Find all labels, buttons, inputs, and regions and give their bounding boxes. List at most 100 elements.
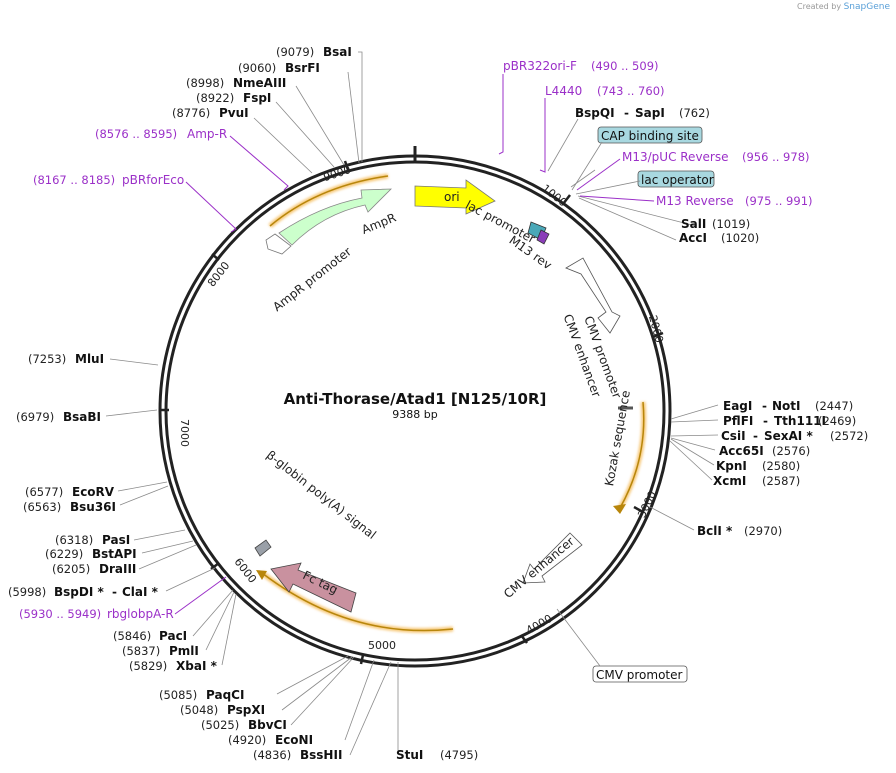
primer-pos: (8167 .. 8185) bbox=[33, 173, 115, 187]
site-bcli[interactable]: BclI * (2970) bbox=[697, 524, 782, 538]
site-name: BssHII bbox=[300, 748, 342, 762]
site-acc65i[interactable]: Acc65I (2576) bbox=[719, 444, 810, 458]
tick-mark-3000 bbox=[633, 505, 644, 514]
site-stui[interactable]: StuI (4795) bbox=[396, 748, 478, 762]
site-bsrfi[interactable]: (9060) BsrFI bbox=[238, 61, 320, 75]
cmv-enhancer-bottom-label: CMV enhancer bbox=[501, 534, 577, 601]
site-pos: (5829) bbox=[129, 659, 167, 673]
site-pspxi[interactable]: (5048) PspXI bbox=[180, 703, 265, 717]
primer-name: rbglobpA-R bbox=[107, 607, 174, 621]
site-draiii[interactable]: (6205) DraIII bbox=[52, 562, 136, 576]
site-name: BspQI bbox=[575, 106, 615, 120]
site-name: KpnI bbox=[716, 459, 747, 473]
lac-operator-badge-box[interactable] bbox=[637, 170, 715, 188]
ampr-promoter-feature[interactable] bbox=[265, 233, 292, 255]
site-name: SalI bbox=[681, 217, 706, 231]
site-pflfi-tth111i[interactable]: PflFI - Tth111I (2469) bbox=[723, 414, 856, 428]
site-pos: (1020) bbox=[721, 231, 759, 245]
site-name: XbaI * bbox=[176, 659, 218, 673]
site-kpni[interactable]: KpnI (2580) bbox=[716, 459, 800, 473]
m13-rev-feature[interactable] bbox=[536, 229, 550, 245]
site-pos: (2587) bbox=[762, 474, 800, 488]
site-bsu36i[interactable]: (6563) Bsu36I bbox=[23, 500, 116, 514]
site-pos: (8922) bbox=[196, 91, 234, 105]
site-pos: (4920) bbox=[228, 733, 266, 747]
ampr-feature[interactable] bbox=[278, 188, 392, 246]
site-name: FspI bbox=[243, 91, 271, 105]
ori-label: ori bbox=[444, 190, 460, 204]
cap-badge-box[interactable] bbox=[597, 126, 703, 144]
primer-pbrforeco[interactable]: (8167 .. 8185) pBRforEco bbox=[33, 173, 184, 187]
primer-rbglobpa-r[interactable]: (5930 .. 5949) rbglobpA-R bbox=[19, 607, 174, 621]
site-name: BclI * bbox=[697, 524, 733, 538]
bglobin-feature[interactable] bbox=[254, 539, 272, 557]
site-acci[interactable]: AccI (1020) bbox=[679, 231, 759, 245]
primer-l4440[interactable]: L4440 (743 .. 760) bbox=[545, 84, 665, 98]
site-bsai[interactable]: (9079) BsaI bbox=[276, 45, 352, 59]
site-bspdi-clai[interactable]: (5998) BspDI * - ClaI * bbox=[8, 585, 159, 599]
site-pos: (4836) bbox=[253, 748, 291, 762]
site-sali[interactable]: SalI (1019) bbox=[681, 217, 750, 231]
site-pos: (5846) bbox=[113, 629, 151, 643]
tick-mark-1000 bbox=[562, 194, 571, 205]
primer-pbr322ori-f[interactable]: pBR322ori-F (490 .. 509) bbox=[503, 59, 659, 73]
site-paqci[interactable]: (5085) PaqCI bbox=[159, 688, 244, 702]
site-pasi[interactable]: (6318) PasI bbox=[55, 533, 130, 547]
site-pos: (5837) bbox=[122, 644, 160, 658]
site-pos: (6205) bbox=[52, 562, 90, 576]
site-name: Acc65I bbox=[719, 444, 764, 458]
ampr-label: AmpR bbox=[360, 210, 398, 236]
site-ecorv[interactable]: (6577) EcoRV bbox=[25, 485, 115, 499]
bottom-orf-arrowhead bbox=[256, 570, 267, 580]
site-bsshii[interactable]: (4836) BssHII bbox=[253, 748, 342, 762]
tick-label-6000: 6000 bbox=[232, 556, 259, 586]
site-name: PmlI bbox=[169, 644, 199, 658]
site-nmeaiii[interactable]: (8998) NmeAIII bbox=[186, 76, 286, 90]
tick-mark-8000 bbox=[211, 253, 220, 261]
site-name: BbvCI bbox=[248, 718, 287, 732]
site-pmli[interactable]: (5837) PmlI bbox=[122, 644, 199, 658]
site-bbvci[interactable]: (5025) BbvCI bbox=[201, 718, 287, 732]
site-pos: (2447) bbox=[815, 399, 853, 413]
ori-feature[interactable] bbox=[414, 179, 496, 215]
cmv-promoter-badge-box[interactable] bbox=[592, 665, 688, 683]
site-eagi-noti[interactable]: EagI - NotI (2447) bbox=[723, 399, 853, 413]
cmv-enhancer-bottom-feature[interactable] bbox=[522, 532, 583, 584]
primer-amp-r[interactable]: (8576 .. 8595) Amp-R bbox=[95, 127, 227, 141]
site-name2: Tth111I bbox=[774, 414, 826, 428]
site-name: XcmI bbox=[713, 474, 746, 488]
site-bsabi[interactable]: (6979) BsaBI bbox=[16, 410, 101, 424]
cmv-enhancer-top-feature[interactable] bbox=[565, 257, 621, 334]
site-paci[interactable]: (5846) PacI bbox=[113, 629, 187, 643]
primer-name: Amp-R bbox=[187, 127, 227, 141]
primer-pos: (956 .. 978) bbox=[742, 150, 810, 164]
site-pos: (6318) bbox=[55, 533, 93, 547]
site-xcmi[interactable]: XcmI (2587) bbox=[713, 474, 800, 488]
site-pos: (6563) bbox=[23, 500, 61, 514]
site-name: PvuI bbox=[219, 106, 249, 120]
site-pos: (2580) bbox=[762, 459, 800, 473]
right-orf-line[interactable] bbox=[619, 401, 645, 509]
site-bstapi[interactable]: (6229) BstAPI bbox=[45, 547, 137, 561]
primer-m13-reverse[interactable]: M13 Reverse (975 .. 991) bbox=[656, 194, 813, 208]
site-sep: - bbox=[762, 399, 767, 413]
tick-mark-9000 bbox=[343, 160, 350, 171]
site-name: DraIII bbox=[99, 562, 136, 576]
site-pos: (5025) bbox=[201, 718, 239, 732]
fc-tag-feature[interactable] bbox=[270, 562, 357, 613]
leader-lines bbox=[105, 51, 719, 756]
site-mlui[interactable]: (7253) MluI bbox=[28, 352, 104, 366]
site-name: PspXI bbox=[227, 703, 265, 717]
site-xbai[interactable]: (5829) XbaI * bbox=[129, 659, 218, 673]
site-csii-sexai[interactable]: CsiI - SexAI * (2572) bbox=[721, 429, 868, 443]
site-pos: (7253) bbox=[28, 352, 66, 366]
site-pos: (2576) bbox=[772, 444, 810, 458]
site-fspi[interactable]: (8922) FspI bbox=[196, 91, 271, 105]
site-econi[interactable]: (4920) EcoNI bbox=[228, 733, 313, 747]
bottom-orf-line[interactable] bbox=[261, 572, 454, 632]
site-name2: SapI bbox=[635, 106, 665, 120]
cap-badge-label: CAP binding site bbox=[601, 129, 699, 143]
site-bspqi-sapi[interactable]: BspQI - SapI (762) bbox=[575, 106, 710, 120]
site-pvui[interactable]: (8776) PvuI bbox=[172, 106, 249, 120]
primer-m13-puc-reverse[interactable]: M13/pUC Reverse (956 .. 978) bbox=[622, 150, 810, 164]
